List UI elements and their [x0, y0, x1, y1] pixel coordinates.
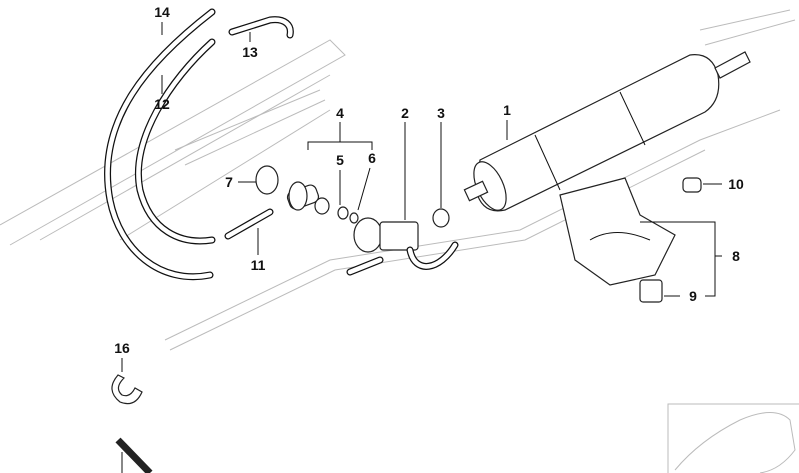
washer-3 [432, 208, 450, 228]
fuel-distributor-2 [346, 217, 459, 276]
callout-14: 14 [154, 4, 170, 20]
callout-11: 11 [251, 257, 266, 273]
callout-13: 13 [242, 44, 258, 60]
pressure-regulator-4 [286, 181, 330, 215]
o-ring-6 [349, 212, 359, 224]
callout-16: 16 [114, 340, 130, 356]
callout-9: 9 [689, 288, 697, 304]
hose-11 [224, 208, 274, 240]
callout-2: 2 [401, 105, 409, 121]
callout-7: 7 [225, 174, 233, 190]
hose-13 [228, 16, 294, 39]
clamp-7 [255, 165, 279, 195]
background-frame-rails [0, 9, 796, 351]
vehicle-thumbnail [667, 403, 799, 473]
o-ring-5 [337, 206, 349, 220]
callout-4: 4 [336, 105, 344, 121]
bracket-8 [559, 177, 676, 286]
callout-6: 6 [368, 150, 376, 166]
callout-1: 1 [503, 102, 511, 118]
callout-8: 8 [732, 248, 740, 264]
clip-9 [639, 279, 663, 303]
callout-12: 12 [154, 96, 170, 112]
hose-14 [104, 8, 216, 281]
fuel-filter-1 [463, 51, 751, 212]
hose-bottom [115, 437, 153, 473]
grommet-10 [682, 177, 702, 193]
hose-12 [135, 38, 216, 245]
clip-16 [111, 374, 143, 405]
callout-3: 3 [437, 105, 445, 121]
leader-lines [121, 22, 722, 473]
callout-10: 10 [728, 176, 744, 192]
callout-5: 5 [336, 152, 344, 168]
